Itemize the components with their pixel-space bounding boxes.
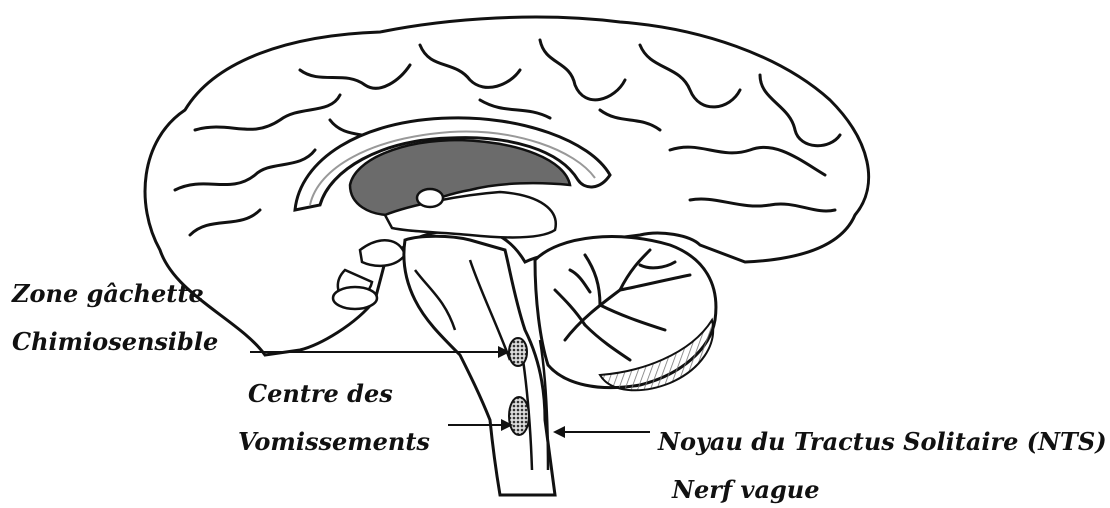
ctz-label-line2: Chimiosensible (12, 330, 218, 354)
vomiting-center-nucleus (509, 397, 529, 435)
vomiting-center-label-line2: Vomissements (238, 430, 430, 454)
interthalamic-adhesion (417, 189, 443, 207)
nts-label: Noyau du Tractus Solitaire (NTS) (658, 430, 1107, 454)
vomiting-center-label-line1: Centre des (248, 382, 393, 406)
vagus-nerve-label: Nerf vague (672, 478, 820, 502)
chemoreceptor-trigger-zone-nucleus (509, 338, 527, 366)
ctz-label-line1: Zone gâchette (12, 282, 204, 306)
